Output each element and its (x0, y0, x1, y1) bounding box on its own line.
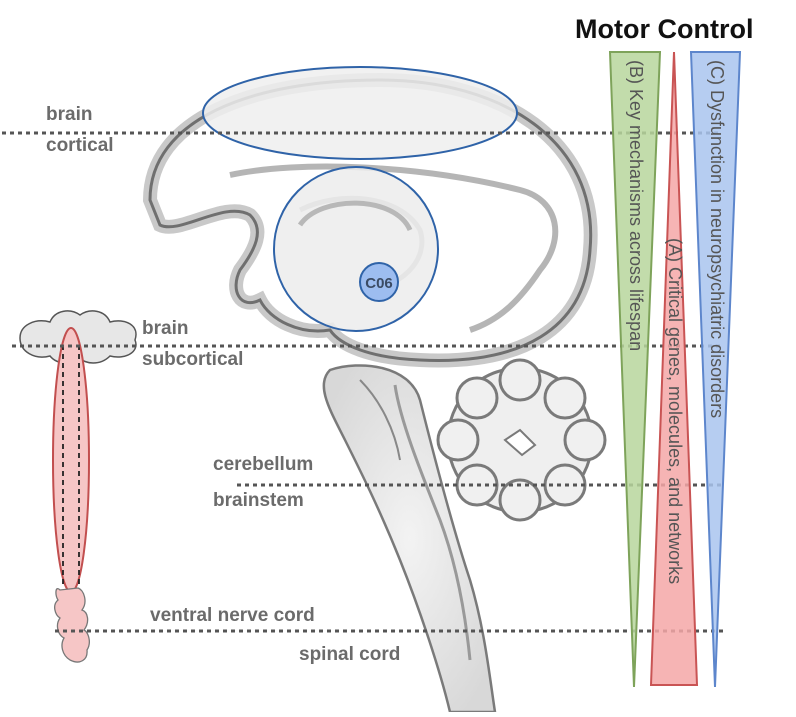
label-ventral-nerve-cord: ventral nerve cord (150, 605, 315, 626)
c06-node-label: C06 (365, 275, 393, 292)
label-subcortical: subcortical (142, 349, 244, 370)
wedge-c (689, 51, 742, 688)
wedge-a-label: (A) Critical genes, molecules, and netwo… (665, 238, 685, 585)
wedge-c-label: (C) Dysfunction in neuropsychiatric diso… (707, 60, 727, 419)
fly-nervous-system-icon (19, 310, 137, 663)
level-lines (2, 131, 725, 633)
cerebellum-sketch (436, 358, 607, 522)
label-cerebellum: cerebellum (213, 454, 314, 475)
wedge-b (608, 51, 662, 688)
label-cortical: cortical (46, 135, 114, 156)
label-brain-cortical-top: brain (46, 104, 93, 125)
page-title: Motor Control (575, 14, 754, 44)
label-brainstem: brainstem (213, 490, 304, 511)
wedge-a (649, 51, 699, 686)
cortical-region-ellipse (202, 66, 518, 160)
subcortical-region-circle (273, 166, 439, 332)
label-brain-subcortical-top: brain (142, 318, 189, 339)
c06-node[interactable] (359, 262, 399, 302)
wedge-b-label: (B) Key mechanisms across lifespan (626, 60, 646, 352)
label-spinal-cord: spinal cord (299, 644, 401, 665)
